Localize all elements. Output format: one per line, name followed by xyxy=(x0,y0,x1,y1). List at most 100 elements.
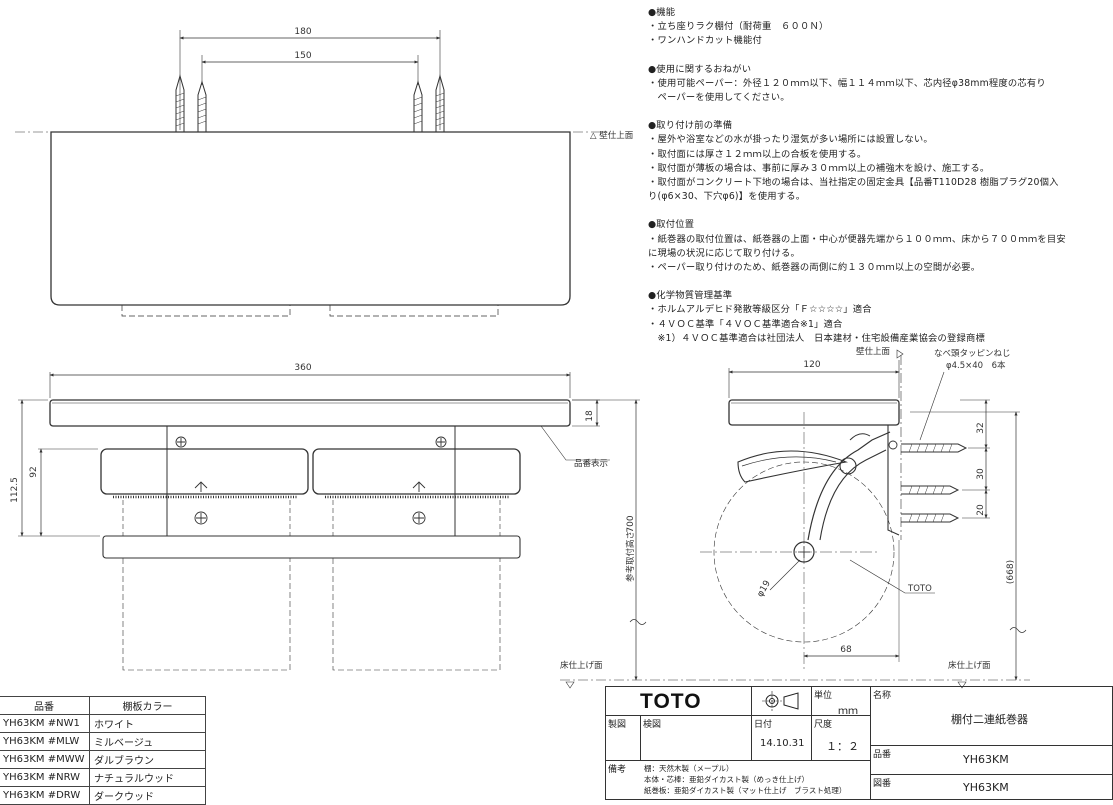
table-cell: YH63KM #MWW xyxy=(0,750,90,769)
unit-label: 単位 xyxy=(814,691,833,701)
table-cell: ダークウッド xyxy=(89,786,206,805)
remarks-cell: 備考 棚：天然木製（メープル） 本体・芯棒：亜鉛ダイカスト製（めっき仕上げ） 紙… xyxy=(605,760,871,800)
name-value: 棚付二連紙巻器 xyxy=(951,713,1028,726)
notes-line: ・紙巻器の取付位置は、紙巻器の上面・中心が便器先端から１００ｍｍ、床から７００ｍ… xyxy=(648,233,1066,245)
title-block: TOTO 単位 ｍｍ 名称 棚付二連紙巻器 製図 検図 日付 14.10.31 … xyxy=(605,686,1113,800)
notes-line: り(φ6×30、下穴φ6)】を使用する。 xyxy=(648,191,806,203)
wall-finish-label-side: 壁仕上面 xyxy=(856,346,891,357)
notes-line: ・取付面が薄板の場合は、事前に厚み３０ｍｍ以上の補強木を設け、施工する。 xyxy=(648,162,990,174)
notes-heading: ●取り付け前の準備 xyxy=(648,120,733,132)
model-mark-label: 品番表示 xyxy=(574,458,608,469)
dim-side-700: 700 xyxy=(626,515,636,532)
toto-mark-label: TOTO xyxy=(907,584,932,594)
drawn-label: 製図 xyxy=(608,720,627,730)
remarks-text: 棚：天然木製（メープル） 本体・芯棒：亜鉛ダイカスト製（めっき仕上げ） 紙巻板：… xyxy=(644,763,846,796)
table-cell: YH63KM #NW1 xyxy=(0,714,90,733)
dim-side-30: 30 xyxy=(976,468,986,480)
specification-notes: ●機能 ・立ち座りラク棚付（耐荷重 ６００Ｎ） ・ワンハンドカット機能付 ●使用… xyxy=(648,6,1110,360)
dim-front-1125: 112.5 xyxy=(10,477,20,503)
notes-line: ・取付面には厚さ１２ｍｍ以上の合板を使用する。 xyxy=(648,148,867,160)
dim-side-32: 32 xyxy=(976,422,986,433)
notes-section-preparation: ●取り付け前の準備 ・屋外や浴室などの水が掛ったり湿気が多い場所には設置しない。… xyxy=(648,119,1110,204)
remarks-line: 棚：天然木製（メープル） xyxy=(644,764,734,773)
model-label: 品番 xyxy=(873,750,892,760)
notes-heading: ●機能 xyxy=(648,7,676,18)
front-view xyxy=(18,372,700,689)
table-header: 品番 xyxy=(0,696,90,715)
ref-height-label: 参考取付高さ xyxy=(625,531,636,582)
unit-cell: 単位 ｍｍ xyxy=(811,686,871,717)
table-cell: ミルベージュ xyxy=(89,732,206,751)
floor-label-front: 床仕上げ面 xyxy=(560,660,603,671)
screw-spec-label: φ4.5×40 6本 xyxy=(946,360,1006,371)
notes-section-usage: ●使用に関するおねがい ・使用可能ペーパー：外径１２０ｍｍ以下、幅１１４ｍｍ以下… xyxy=(648,63,1110,106)
dim-side-20: 20 xyxy=(976,504,986,516)
notes-line: ・屋外や浴室などの水が掛ったり湿気が多い場所には設置しない。 xyxy=(648,134,933,146)
table-cell: YH63KM #NRW xyxy=(0,768,90,787)
notes-heading: ●化学物質管理基準 xyxy=(648,290,733,302)
table-header-row: 品番 棚板カラー xyxy=(0,696,206,715)
wall-finish-label-top: △ 壁仕上面 xyxy=(590,130,634,141)
toto-logo: TOTO xyxy=(640,690,702,713)
notes-heading: ●使用に関するおねがい xyxy=(648,63,752,75)
date-label: 日付 xyxy=(754,720,773,730)
projection-cell xyxy=(751,686,812,716)
notes-line: ・ホルムアルデヒド発散等級区分「Ｆ☆☆☆☆」適合 xyxy=(648,304,872,316)
dim-side-668: (668) xyxy=(1006,560,1016,584)
dim-front-width: 360 xyxy=(294,363,311,373)
notes-line: ・４ＶＯＣ基準「４ＶＯＣ基準適合※1」適合 xyxy=(648,318,843,330)
model-cell: 品番 YH63KM xyxy=(870,745,1113,775)
name-cell: 名称 棚付二連紙巻器 xyxy=(870,686,1113,746)
notes-line: ・ワンハンドカット機能付 xyxy=(648,35,762,47)
check-cell: 検図 xyxy=(640,715,752,761)
table-cell: ナチュラルウッド xyxy=(89,768,206,787)
table-cell: YH63KM #DRW xyxy=(0,786,90,805)
notes-line: ペーパーを使用してください。 xyxy=(648,92,790,104)
drawing-number-value: YH63KM xyxy=(963,781,1009,794)
drawing-number-label: 図番 xyxy=(873,779,892,789)
scale-cell: 尺度 １：２ xyxy=(811,715,871,761)
screw-label: なべ頭タッピンねじ xyxy=(934,349,1011,359)
dim-front-shelf: 18 xyxy=(585,410,595,422)
notes-line: に現場の状況に応じて取り付ける。 xyxy=(648,247,800,259)
dim-side-120: 120 xyxy=(803,360,820,370)
scale-label: 尺度 xyxy=(814,720,833,730)
unit-value: ｍｍ xyxy=(838,706,858,717)
date-cell: 日付 14.10.31 xyxy=(751,715,812,761)
table-cell: ダルブラウン xyxy=(89,750,206,769)
table-cell: ホワイト xyxy=(89,714,206,733)
notes-line: ・ペーパー取り付けのため、紙巻器の両側に約１３０ｍｍ以上の空間が必要。 xyxy=(648,262,981,274)
date-value: 14.10.31 xyxy=(760,738,805,749)
notes-section-function: ●機能 ・立ち座りラク棚付（耐荷重 ６００Ｎ） ・ワンハンドカット機能付 xyxy=(648,6,1110,49)
top-view xyxy=(15,30,600,317)
notes-line: ※1）４ＶＯＣ基準適合は社団法人 日本建材・住宅設備産業協会の登録商標 xyxy=(648,332,985,344)
remarks-label: 備考 xyxy=(608,765,627,775)
dim-side-phi19: φ19 xyxy=(756,579,773,599)
dim-top-outer: 180 xyxy=(294,27,311,37)
notes-section-position: ●取付位置 ・紙巻器の取付位置は、紙巻器の上面・中心が便器先端から１００ｍｍ、床… xyxy=(648,218,1110,275)
dimension-labels: 180 150 360 18 92 112.5 120 32 30 20 700… xyxy=(10,27,1016,655)
notes-section-chemical: ●化学物質管理基準 ・ホルムアルデヒド発散等級区分「Ｆ☆☆☆☆」適合 ・４ＶＯＣ… xyxy=(648,289,1110,346)
check-label: 検図 xyxy=(643,720,662,730)
table-header: 棚板カラー xyxy=(89,696,206,715)
model-value: YH63KM xyxy=(963,753,1009,766)
notes-heading: ●取付位置 xyxy=(648,219,695,231)
remarks-line: 紙巻板：亜鉛ダイカスト製（マット仕上げ ブラスト処理） xyxy=(644,786,847,795)
table-cell: YH63KM #MLW xyxy=(0,732,90,751)
annotation-labels: △ 壁仕上面 壁仕上面 なべ頭タッピンねじ φ4.5×40 6本 品番表示 参考… xyxy=(560,130,1011,671)
dim-top-inner: 150 xyxy=(294,51,311,61)
logo-cell: TOTO xyxy=(605,686,752,716)
side-view xyxy=(700,349,1030,689)
notes-line: ・使用可能ペーパー：外径１２０ｍｍ以下、幅１１４ｍｍ以下、芯内径φ38mm程度の… xyxy=(648,77,1046,89)
dim-side-68: 68 xyxy=(840,645,852,655)
notes-line: ・立ち座りラク棚付（耐荷重 ６００Ｎ） xyxy=(648,21,829,33)
dim-front-92: 92 xyxy=(29,466,39,477)
name-label: 名称 xyxy=(873,691,892,701)
